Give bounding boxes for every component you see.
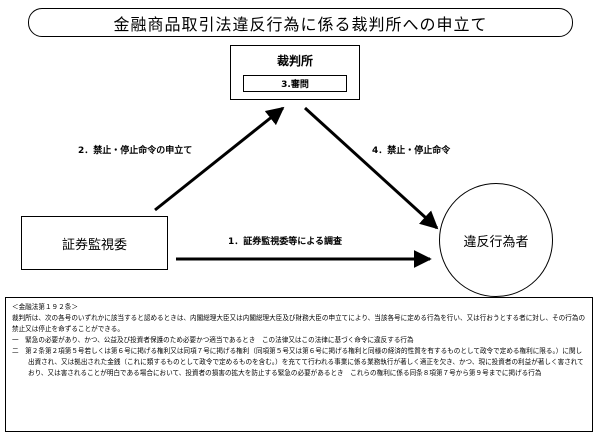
hearing-label: 3.審問 bbox=[243, 75, 347, 92]
law-item-1: 一 緊急の必要があり、かつ、公益及び投資者保護のため必要かつ適当であるとき この… bbox=[12, 336, 414, 344]
law-body: 裁判所は、次の各号のいずれかに該当すると認めるときは、内閣総理大臣又は内閣総理大… bbox=[12, 314, 586, 333]
page-title: 金融商品取引法違反行為に係る裁判所への申立て bbox=[28, 8, 573, 37]
law-item-2: 二 第２条第２項第５号若しくは第６号に掲げる権利又は同項７号に掲げる権利（同項第… bbox=[12, 347, 584, 377]
law-heading: ＜金融法第１９２条＞ bbox=[12, 303, 78, 311]
order-arrow bbox=[303, 106, 439, 230]
court-box: 裁判所 3.審問 bbox=[230, 45, 360, 100]
investigation-label: 1．証券監視委等による調査 bbox=[228, 237, 342, 247]
court-label: 裁判所 bbox=[276, 54, 313, 68]
law-text-box: ＜金融法第１９２条＞ 裁判所は、次の各号のいずれかに該当すると認めるときは、内閣… bbox=[5, 297, 593, 432]
petition-label: 2．禁止・停止命令の申立て bbox=[78, 146, 193, 156]
sesc-box: 証券監視委 bbox=[21, 216, 168, 270]
order-label: 4．禁止・停止命令 bbox=[372, 146, 451, 156]
violator-node: 違反行為者 bbox=[439, 183, 553, 297]
petition-arrow bbox=[154, 106, 285, 212]
